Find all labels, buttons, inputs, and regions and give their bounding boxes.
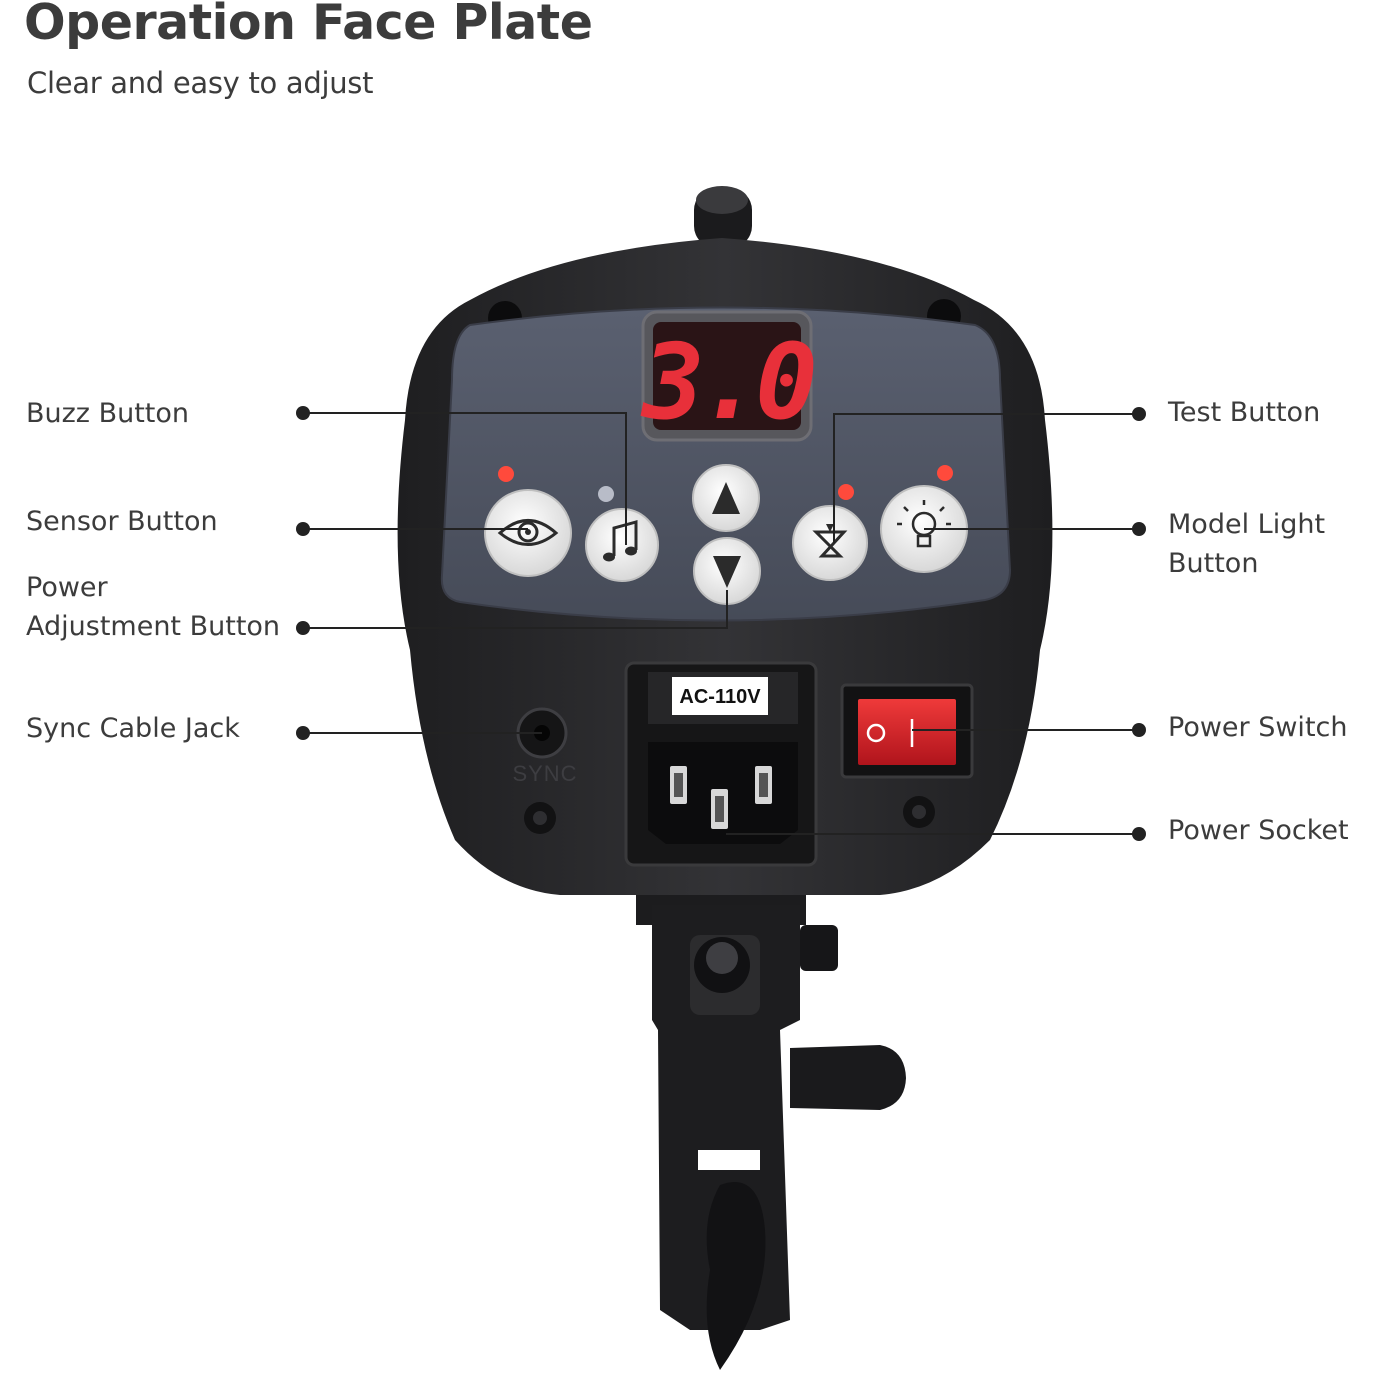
page-title: Operation Face Plate [24,0,593,51]
callout-model-light: Model Light Button [1168,505,1325,583]
callout-power-switch: Power Switch [1168,712,1348,743]
test-button[interactable] [792,505,868,581]
callout-power-adjustment-line1: Power [26,572,108,603]
screw-left [524,802,556,834]
buzz-indicator-led [598,486,614,502]
callout-power-adjustment: Power Adjustment Button [26,568,280,646]
led-display: 3.0 [640,310,820,443]
power-up-button[interactable] [692,464,760,532]
callout-sync-cable-jack: Sync Cable Jack [26,713,240,744]
model-light-indicator-led [937,465,953,481]
page-subtitle: Clear and easy to adjust [27,66,374,100]
sensor-indicator-led [498,466,514,482]
light-bulb-icon [897,500,951,548]
test-indicator-led [838,484,854,500]
test-leader-line [833,413,1139,543]
callout-buzz-button: Buzz Button [26,398,190,429]
power-adjust-leader-line [303,590,728,629]
display-readout: 3.0 [640,321,814,443]
screw-right [903,796,935,828]
eye-icon [497,519,559,546]
arrow-down-icon [713,556,741,588]
top-knob [694,186,752,248]
buzz-leader-line [303,412,627,545]
buzz-button[interactable] [585,508,659,582]
sensor-button[interactable] [484,489,572,577]
power-switch[interactable] [840,683,974,779]
callout-sensor-button: Sensor Button [26,506,218,537]
callout-model-light-line2: Button [1168,548,1259,579]
voltage-label: AC-110V [679,686,761,708]
callout-power-adjustment-line2: Adjustment Button [26,611,281,642]
callout-test-button: Test Button [1168,397,1321,428]
callout-power-socket: Power Socket [1168,815,1349,846]
stand-bracket [636,880,906,1370]
arrow-up-icon [712,482,740,514]
power-socket[interactable]: AC-110V [624,661,818,867]
callout-leader-lines [296,406,1146,841]
power-down-button[interactable] [693,537,761,605]
callout-model-light-line1: Model Light [1168,509,1326,540]
sync-label: SYNC [512,761,577,786]
